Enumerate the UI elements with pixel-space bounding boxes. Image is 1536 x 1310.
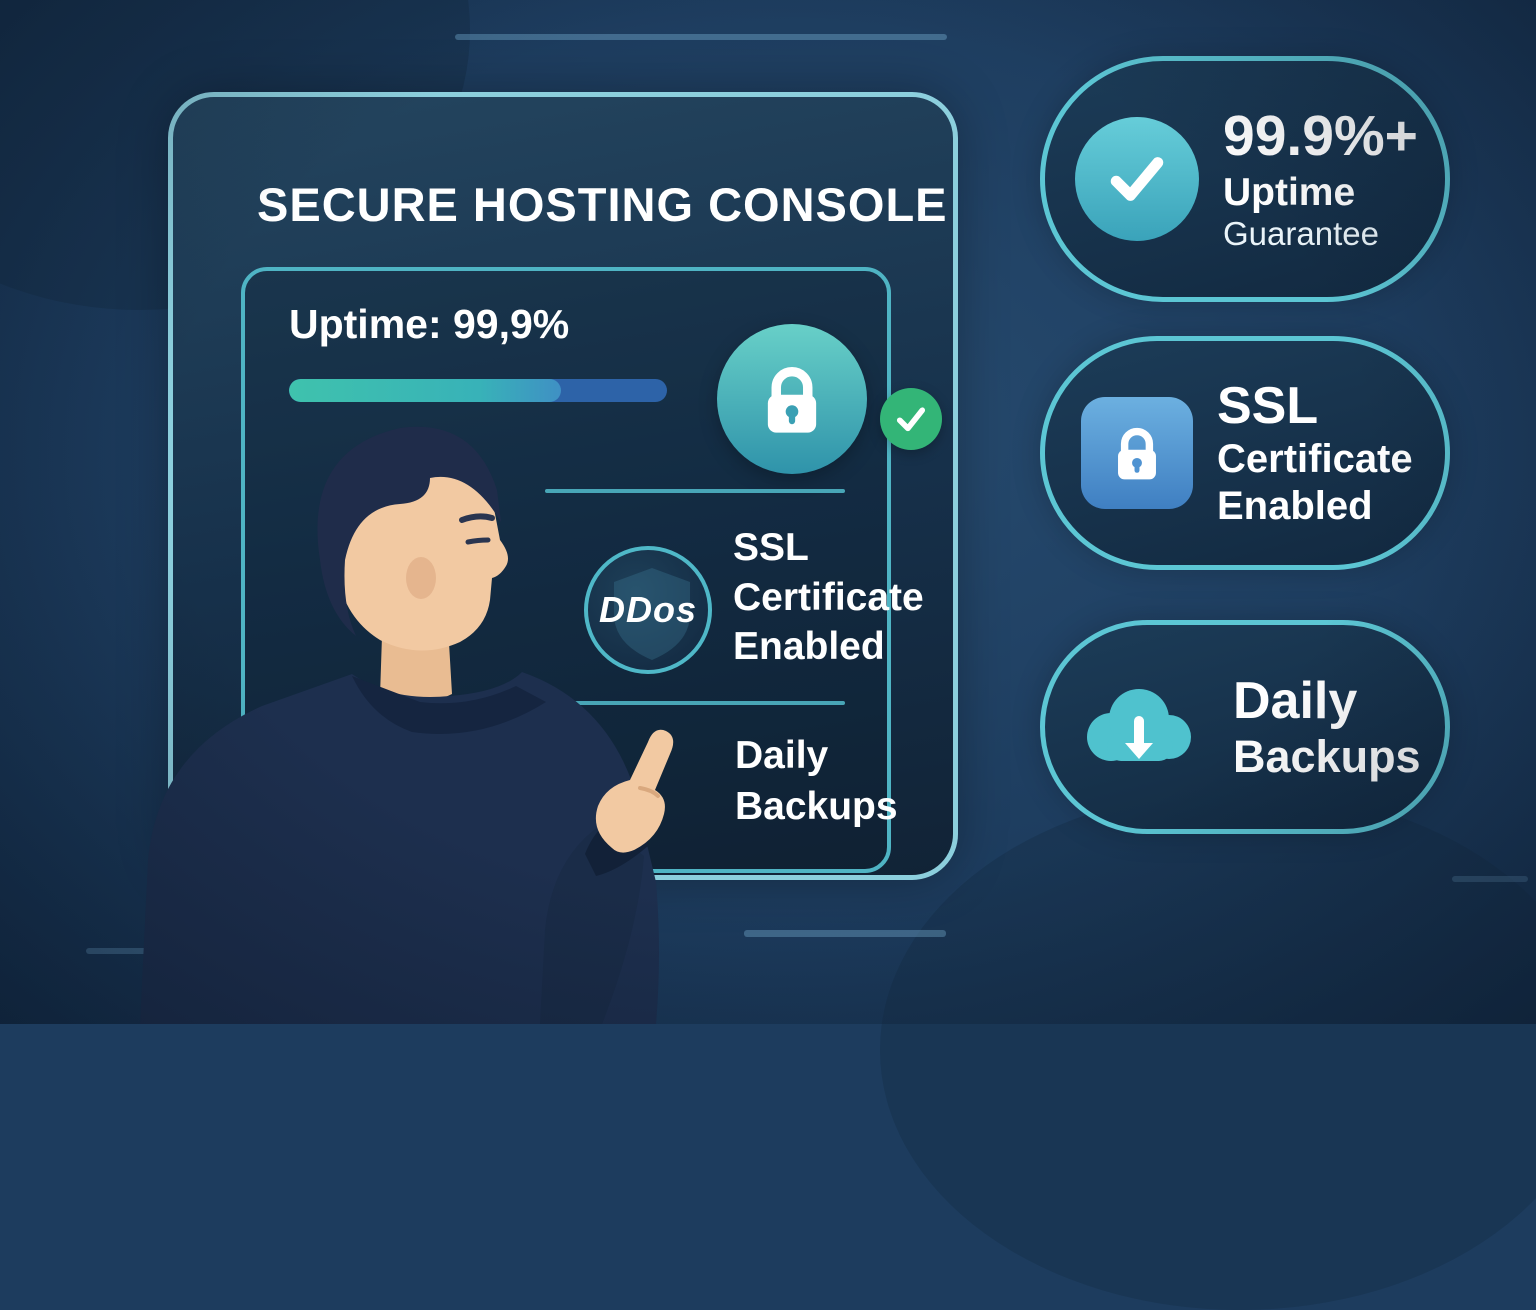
lock-icon [767,367,817,433]
uptime-progress-fill [289,379,562,402]
badge-uptime-line2: Guarantee [1223,215,1379,253]
badge-backups-title: Daily [1233,671,1358,730]
cloud-download-icon [1087,689,1191,761]
check-badge-circle [1075,117,1199,241]
badge-backups-text: Daily Backups [1233,672,1421,783]
badge-uptime-guarantee: 99.9%+ Uptime Guarantee [1040,56,1450,302]
decorative-line-bottom-middle [744,930,946,937]
lock-icon [1118,427,1156,480]
backups-status-text: Daily Backups [735,731,898,832]
backups-line-2: Backups [735,784,898,828]
cloud-badge [1069,672,1209,782]
check-icon [896,407,926,432]
decorative-line-top [455,34,947,40]
ddos-badge: DDos [584,546,712,674]
uptime-progress-bar [289,379,667,402]
ddos-shield-icon [614,568,690,660]
lock-badge-square [1081,397,1193,509]
badge-backups-line1: Backups [1233,730,1421,782]
ssl-line-3: Enabled [733,625,885,669]
badge-uptime-value: 99.9%+ [1223,103,1418,168]
ssl-line-1: SSL [733,526,809,569]
divider [545,489,845,493]
decorative-line-bottom-left [86,948,190,954]
badge-ssl-line1: Certificate [1217,437,1413,482]
uptime-label: Uptime: 99,9% [289,301,570,347]
decorative-line-right [1452,876,1528,882]
background-blob-bottom-right [880,790,1536,1310]
ssl-line-2: Certificate [733,575,924,619]
badge-uptime-text: 99.9%+ Uptime Guarantee [1223,103,1418,253]
check-icon [1110,157,1164,201]
divider [545,701,845,705]
lock-badge [717,324,867,474]
ssl-status-text: SSL Certificate Enabled [733,523,924,672]
badge-ssl-text: SSL Certificate Enabled [1217,377,1413,529]
console-title: SECURE HOSTING CONSOLE [257,178,948,231]
hosting-console-panel: SECURE HOSTING CONSOLE Uptime: 99,9% [168,92,958,880]
badge-ssl-certificate: SSL Certificate Enabled [1040,336,1450,570]
ddos-label: DDos [598,589,697,630]
checkmark-badge [880,388,942,450]
badge-ssl-title: SSL [1217,377,1319,436]
badge-uptime-line1: Uptime [1223,170,1356,214]
badge-daily-backups: Daily Backups [1040,620,1450,834]
badge-ssl-line2: Enabled [1217,484,1373,529]
backups-line-1: Daily [735,734,829,777]
